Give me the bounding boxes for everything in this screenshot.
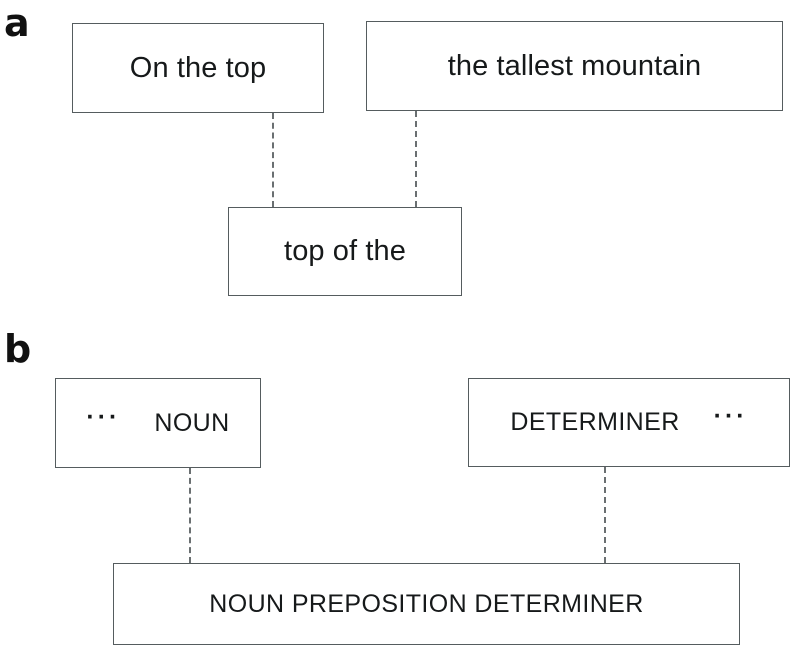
- panel-b-node-determiner: DETERMINER ···: [468, 378, 790, 467]
- panel-b-node-noun-preposition-determiner-label: NOUN PREPOSITION DETERMINER: [209, 589, 644, 618]
- panel-label-b: b: [4, 327, 31, 371]
- panel-a-node-top-of-the: top of the: [228, 207, 462, 296]
- panel-a-connector-right: [415, 111, 417, 207]
- panel-b-node-noun: ··· NOUN: [55, 378, 261, 468]
- panel-a-node-on-the-top-label: On the top: [129, 51, 267, 84]
- panel-a-connector-left: [272, 113, 274, 207]
- ellipsis-icon: ···: [713, 402, 748, 430]
- panel-b-node-noun-label: NOUN: [154, 408, 230, 437]
- panel-a-node-the-tallest-mountain-label: the tallest mountain: [447, 49, 702, 82]
- panel-b-connector-right: [604, 467, 606, 563]
- ellipsis-icon: ···: [86, 402, 121, 431]
- panel-b-node-determiner-row: DETERMINER ···: [469, 379, 789, 466]
- panel-b-node-noun-preposition-determiner: NOUN PREPOSITION DETERMINER: [113, 563, 740, 645]
- panel-b-node-determiner-label: DETERMINER: [510, 408, 680, 436]
- panel-label-a: a: [4, 1, 30, 45]
- panel-a-node-on-the-top: On the top: [72, 23, 324, 113]
- panel-b-connector-left: [189, 468, 191, 563]
- panel-b-node-noun-row: ··· NOUN: [56, 379, 260, 467]
- panel-a-node-the-tallest-mountain: the tallest mountain: [366, 21, 783, 111]
- panel-a-node-top-of-the-label: top of the: [284, 235, 406, 267]
